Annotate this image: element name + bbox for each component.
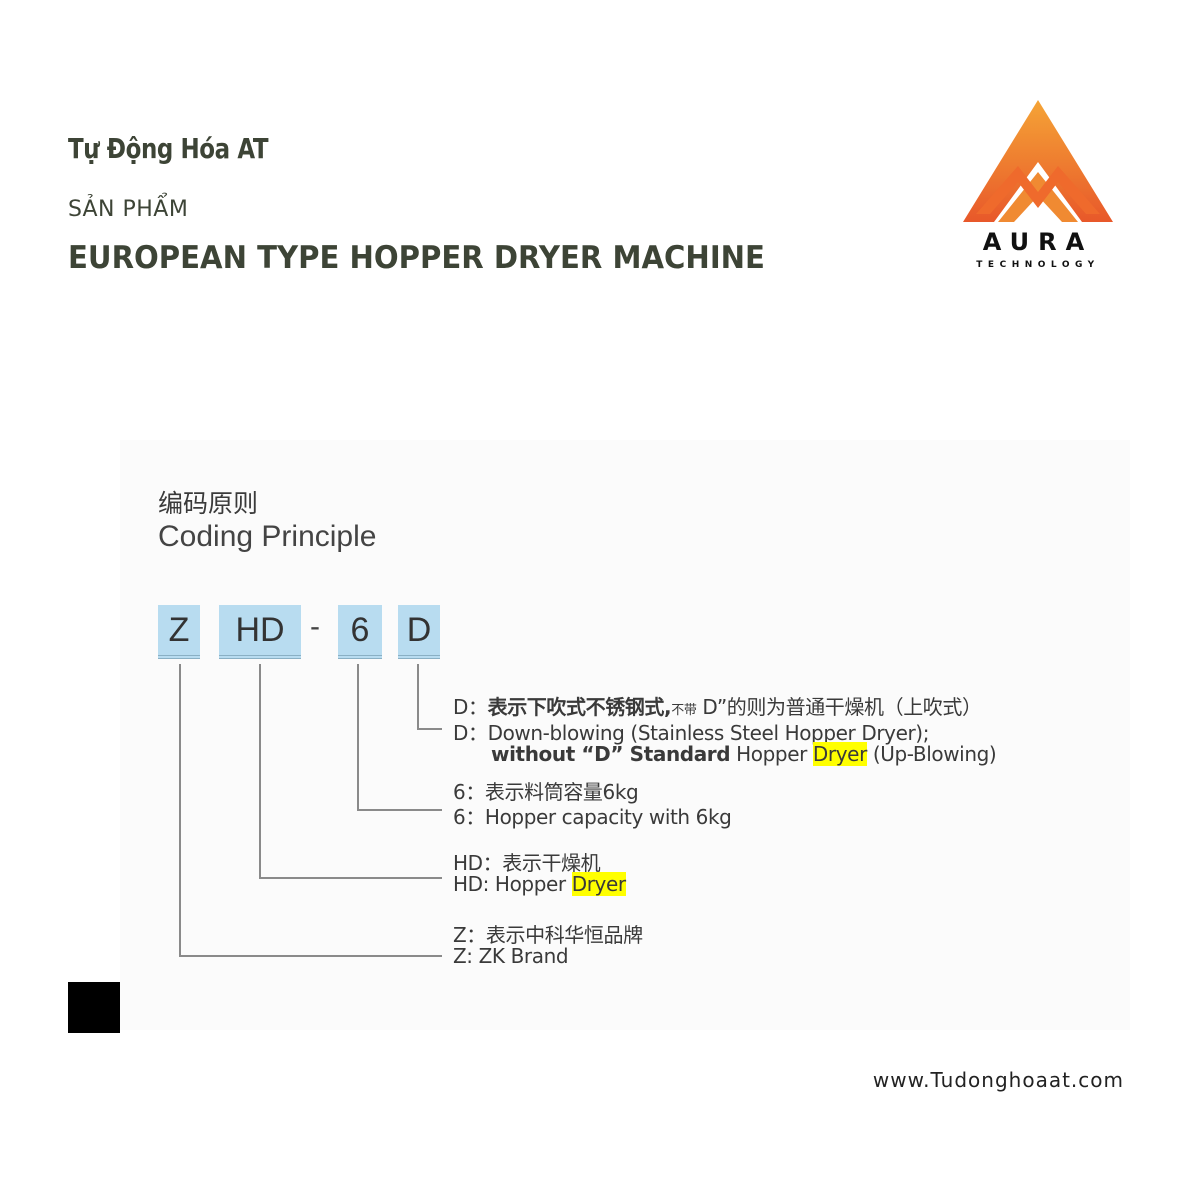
diagram-heading-en: Coding Principle xyxy=(158,520,377,553)
entry-d-zh: D：表示下吹式不锈钢式,不带 D”的则为普通干燥机（上吹式） xyxy=(453,695,982,719)
code-separator: - xyxy=(310,610,320,643)
logo-name: AURA xyxy=(982,228,1094,256)
code-part-hd: HD xyxy=(219,605,301,659)
entry-d-en-2: without “D” Standard Hopper Dryer (Up-Bl… xyxy=(491,742,997,766)
footer-url[interactable]: www.Tudonghoaat.com xyxy=(872,1068,1124,1092)
entry-d-en-1: D：Down-blowing (Stainless Steel Hopper D… xyxy=(453,721,930,745)
brand-name: Tự Động Hóa AT xyxy=(68,132,269,165)
entry-z-en: Z: ZK Brand xyxy=(453,944,569,968)
section-label: SẢN PHẨM xyxy=(68,197,189,222)
footer-square xyxy=(68,982,120,1033)
entry-hd-en: HD: Hopper Dryer xyxy=(453,872,626,896)
logo-subtitle: TECHNOLOGY xyxy=(976,260,1100,270)
entry-6-zh: 6：表示料筒容量6kg xyxy=(453,780,639,804)
code-part-z: Z xyxy=(158,605,200,659)
code-part-d: D xyxy=(398,605,440,659)
entry-6-en: 6：Hopper capacity with 6kg xyxy=(453,805,732,829)
diagram-heading-zh: 编码原则 xyxy=(158,489,259,518)
entry-hd-zh: HD：表示干燥机 xyxy=(453,851,601,875)
page-title: EUROPEAN TYPE HOPPER DRYER MACHINE xyxy=(68,240,765,276)
entry-z-zh: Z：表示中科华恒品牌 xyxy=(453,923,643,947)
aura-logo-icon xyxy=(963,100,1113,222)
code-part-6: 6 xyxy=(338,605,382,659)
